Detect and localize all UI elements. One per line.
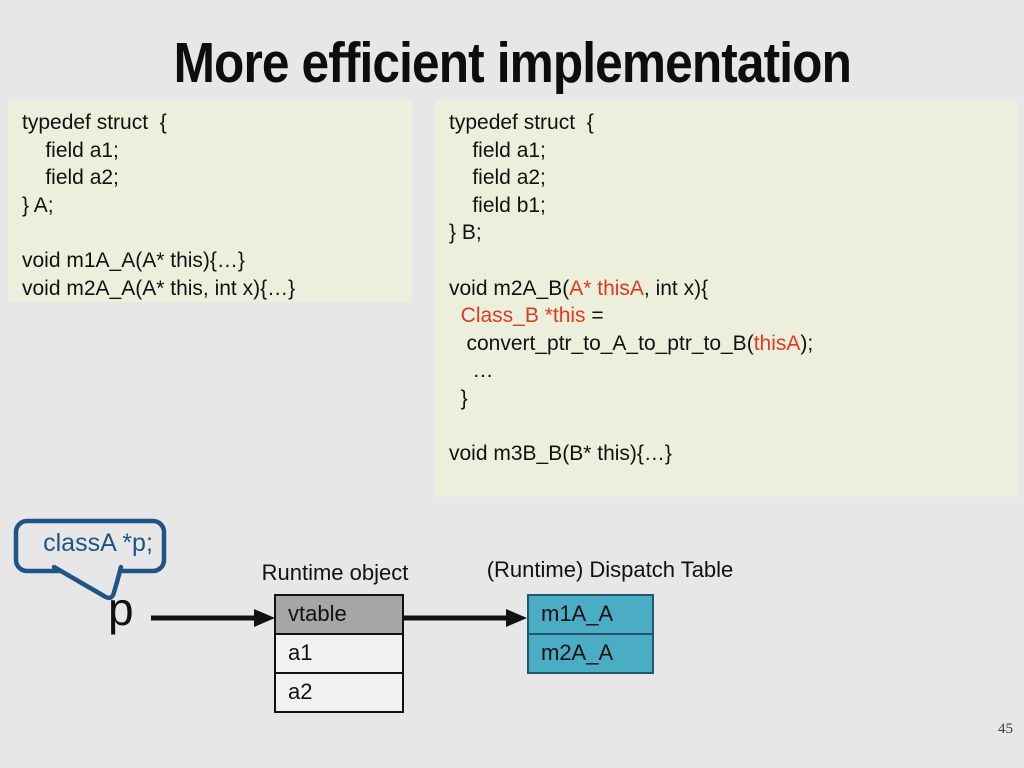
code-segment: void m2A_A(A* this, int x){…} [22,276,296,300]
code-segment: field a2; [449,166,546,190]
callout-bubble-tail [51,564,124,601]
pointer-to-vtable-arrow [151,609,275,627]
dispatch-table: m1A_A m2A_A [527,594,654,674]
code-segment: field b1; [449,193,546,217]
code-segment: void m1A_A(A* this){…} [22,248,245,272]
code-segment: } [449,386,468,410]
pointer-variable-label: p [108,583,134,635]
table-cell-label: a2 [288,679,313,704]
code-segment: convert_ptr_to_A_to_ptr_to_B( [449,331,754,355]
code-line: field a1; [449,137,1017,165]
table-row-m1a-a: m1A_A [527,594,654,635]
code-segment: field a1; [449,138,546,162]
code-box-struct-b: typedef struct { field a1; field a2; fie… [435,100,1017,497]
table-cell-label: vtable [288,601,347,626]
table-row-m2a-a: m2A_A [527,633,654,674]
code-segment: } A; [22,193,54,217]
dispatch-table-label: (Runtime) Dispatch Table [486,557,734,582]
code-box-struct-a: typedef struct { field a1; field a2; } A;… [8,100,412,302]
table-cell-label: a1 [288,640,313,665]
callout-text: classA *p; [43,529,153,557]
code-line: } A; [22,192,412,220]
code-segment: void m2A_B( [449,276,570,300]
code-line: void m3B_B(B* this){…} [449,440,1017,468]
table-cell-label: m1A_A [541,601,614,626]
vtable-to-dispatch-arrow [404,609,527,627]
code-line: void m2A_A(A* this, int x){…} [22,275,412,303]
table-row-a2: a2 [274,672,404,713]
code-line: } B; [449,219,1017,247]
code-line: convert_ptr_to_A_to_ptr_to_B(thisA); [449,330,1017,358]
code-segment: ); [800,331,814,355]
code-segment [449,304,461,327]
code-line [449,247,1017,275]
code-line: Class_B *this = [449,302,1017,330]
table-row-a1: a1 [274,633,404,674]
code-segment: , int x){ [643,276,709,300]
code-segment-highlight: thisA [753,331,801,355]
table-row-vtable: vtable [274,594,404,635]
page-number: 45 [998,721,1013,737]
code-line: field a2; [449,164,1017,192]
code-segment: } B; [449,221,482,245]
code-line: … [449,357,1017,385]
runtime-object-table: vtable a1 a2 [274,594,404,713]
code-segment-highlight: Class_B *this [460,304,586,328]
code-line: typedef struct { [22,109,412,137]
code-segment-highlight: A* thisA [569,276,644,300]
code-line: field a2; [22,164,412,192]
table-cell-label: m2A_A [541,640,614,665]
code-line: void m1A_A(A* this){…} [22,247,412,275]
code-segment: … [449,359,494,383]
page-title: More efficient implementation [173,31,851,95]
code-segment: typedef struct { [22,111,167,134]
code-line [22,219,412,247]
code-line: void m2A_B(A* thisA, int x){ [449,275,1017,303]
code-segment: typedef struct { [449,111,594,134]
code-segment: field a2; [22,166,119,190]
code-segment: field a1; [22,138,119,162]
slide-title-wrap: More efficient implementation [0,30,1024,96]
callout-bubble [13,518,167,601]
code-line [449,413,1017,441]
code-line: } [449,385,1017,413]
code-segment: void m3B_B(B* this){…} [449,442,672,466]
code-line: field a1; [22,137,412,165]
code-line: typedef struct { [449,109,1017,137]
code-line: field b1; [449,192,1017,220]
code-segment: = [585,304,604,328]
runtime-object-label: Runtime object [261,560,409,585]
